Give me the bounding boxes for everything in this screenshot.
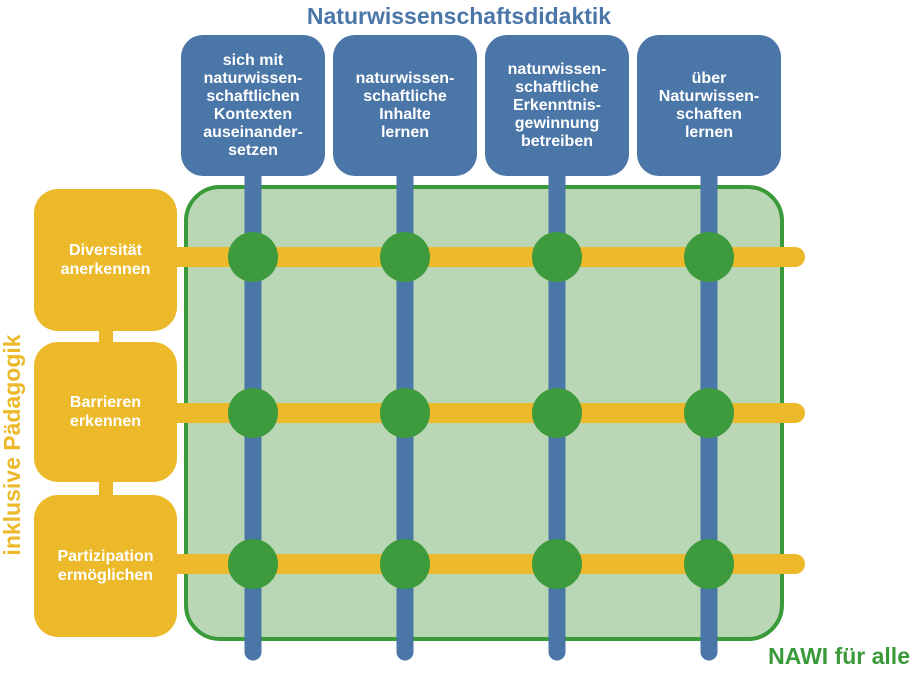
row-header-3: Partizipation ermöglichen [34,495,177,637]
node-r1-c4 [684,232,734,282]
row-header-1: Diversität anerkennen [34,189,177,331]
node-r3-c4 [684,539,734,589]
node-r2-c2 [380,388,430,438]
node-r1-c1 [228,232,278,282]
node-r3-c1 [228,539,278,589]
column-header-2: naturwissen- schaftliche Inhalte lernen [333,35,477,176]
row-header-2: Barrieren erkennen [34,342,177,482]
top-title: Naturwissenschaftsdidaktik [306,3,612,29]
left-title-text: inklusive Pädagogik [0,334,25,556]
node-r1-c3 [532,232,582,282]
column-header-1: sich mit naturwissen- schaftlichen Konte… [181,35,325,176]
intersection-nodes [228,232,734,589]
column-header-4: über Naturwissen- schaften lernen [637,35,781,176]
node-r2-c3 [532,388,582,438]
node-r3-c2 [380,539,430,589]
bottom-right-title: NAWI für alle [768,643,910,669]
node-r1-c2 [380,232,430,282]
column-header-3: naturwissen- schaftliche Erkenntnis- gew… [485,35,629,176]
node-r3-c3 [532,539,582,589]
node-r2-c1 [228,388,278,438]
node-r2-c4 [684,388,734,438]
